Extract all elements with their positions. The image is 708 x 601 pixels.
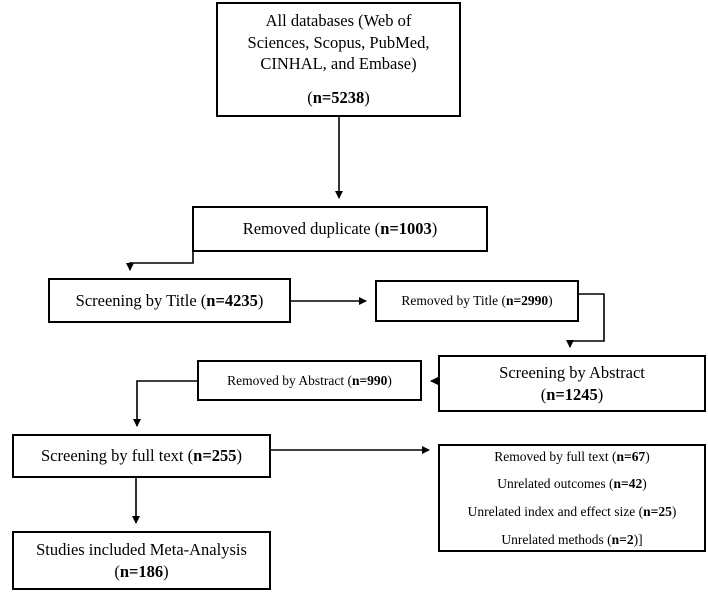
- connector-removed-duplicate-to-screening-title: [126, 252, 194, 271]
- all-databases-count-suffix: ): [364, 88, 370, 108]
- excluded-item-0-count: n=67: [616, 448, 646, 464]
- excluded-item-1-prefix: Unrelated outcomes (: [497, 476, 614, 492]
- all-databases-line-3: CINHAL, and Embase): [260, 54, 417, 74]
- included-count-value: n=186: [119, 561, 164, 581]
- excluded-item-2-count: n=25: [643, 504, 672, 520]
- all-databases-count-prefix: (: [307, 88, 313, 108]
- excluded-item-0-suffix: ): [645, 448, 650, 464]
- screening-full-text-text: Screening by full text (n=255): [41, 445, 242, 466]
- screening-title-text: Screening by Title (n=4235): [76, 290, 264, 311]
- removed-abstract-text: Removed by Abstract (n=990): [227, 372, 392, 390]
- excluded-item-1: Unrelated outcomes (n=42): [497, 475, 646, 493]
- screening-full-text-prefix: Screening by full text (: [41, 446, 194, 466]
- removed-abstract-suffix: ): [387, 372, 392, 388]
- node-removed-by-title: Removed by Title (n=2990): [375, 280, 579, 322]
- removed-duplicate-text: Removed duplicate (n=1003): [243, 218, 438, 239]
- excluded-item-3-count: n=2: [611, 531, 634, 547]
- all-databases-line-1: All databases (Web of: [265, 11, 412, 31]
- removed-title-suffix: ): [548, 293, 553, 309]
- removed-duplicate-count: n=1003: [380, 219, 432, 239]
- removed-duplicate-prefix: Removed duplicate (: [242, 219, 381, 239]
- included-count-prefix: (: [114, 561, 120, 581]
- node-screening-by-full-text: Screening by full text (n=255): [12, 434, 271, 478]
- excluded-item-2: Unrelated index and effect size (n=25): [468, 503, 677, 521]
- excluded-item-2-suffix: ): [671, 504, 677, 520]
- excluded-item-0-prefix: Removed by full text (: [494, 448, 617, 464]
- excluded-item-3: Unrelated methods (n=2)]: [501, 531, 642, 549]
- node-screening-by-abstract: Screening by Abstract (n=1245): [438, 355, 706, 412]
- all-databases-line-2: Sciences, Scopus, PubMed,: [247, 32, 430, 52]
- screening-full-text-count: n=255: [193, 446, 237, 466]
- node-removed-by-abstract: Removed by Abstract (n=990): [197, 360, 422, 401]
- screening-abstract-count-prefix: (: [540, 384, 547, 404]
- screening-abstract-count-suffix: ): [597, 384, 604, 404]
- connector-removed-abstract-to-screening-full-text: [133, 380, 198, 427]
- removed-title-count: n=2990: [505, 293, 549, 309]
- excluded-item-0: Removed by full text (n=67): [494, 448, 649, 466]
- screening-title-prefix: Screening by Title (: [75, 290, 207, 310]
- removed-title-text: Removed by Title (n=2990): [401, 292, 552, 310]
- included-line-1: Studies included Meta-Analysis: [36, 540, 247, 560]
- all-databases-count: (n=5238): [307, 87, 370, 108]
- excluded-item-2-prefix: Unrelated index and effect size (: [467, 504, 644, 520]
- removed-abstract-count: n=990: [351, 372, 388, 388]
- screening-abstract-count-value: n=1245: [546, 384, 598, 404]
- screening-abstract-count: (n=1245): [541, 384, 604, 405]
- node-excluded-reasons: Removed by full text (n=67) Unrelated ou…: [438, 444, 706, 552]
- screening-title-count: n=4235: [206, 290, 258, 310]
- node-removed-duplicate: Removed duplicate (n=1003): [192, 206, 488, 252]
- included-count-suffix: ): [163, 561, 169, 581]
- excluded-item-1-suffix: ): [642, 476, 647, 492]
- node-screening-by-title: Screening by Title (n=4235): [48, 278, 291, 323]
- excluded-item-1-count: n=42: [613, 476, 643, 492]
- excluded-item-3-prefix: Unrelated methods (: [501, 531, 612, 547]
- all-databases-count-value: n=5238: [312, 88, 365, 108]
- included-count: (n=186): [114, 561, 168, 582]
- screening-title-suffix: ): [257, 290, 264, 310]
- excluded-item-3-suffix: )]: [633, 531, 643, 547]
- node-studies-included-meta-analysis: Studies included Meta-Analysis (n=186): [12, 531, 271, 590]
- screening-abstract-line-1: Screening by Abstract: [499, 363, 645, 383]
- node-all-databases: All databases (Web of Sciences, Scopus, …: [216, 2, 461, 117]
- screening-full-text-suffix: ): [236, 446, 242, 466]
- removed-duplicate-suffix: ): [431, 219, 438, 239]
- removed-title-prefix: Removed by Title (: [401, 293, 506, 309]
- removed-abstract-prefix: Removed by Abstract (: [227, 372, 352, 388]
